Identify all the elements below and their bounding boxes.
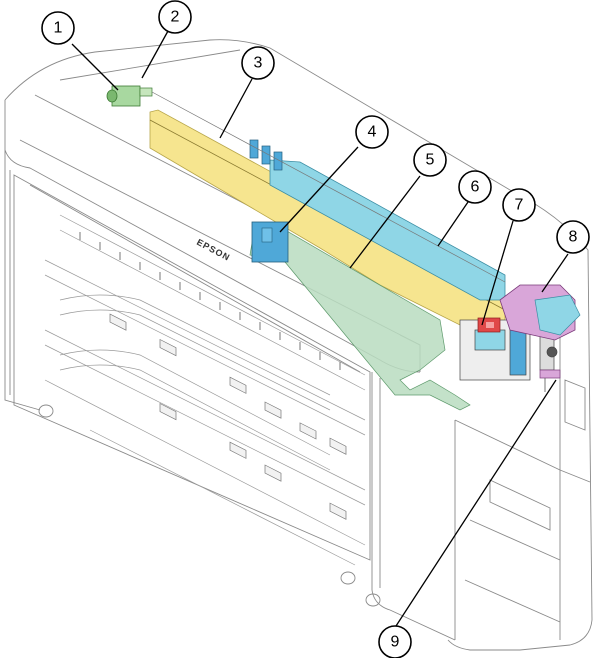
leader-7	[481, 220, 514, 326]
brand-label: EPSON	[195, 237, 232, 263]
leader-lines	[71, 30, 569, 627]
svg-text:4: 4	[368, 124, 377, 141]
svg-text:3: 3	[254, 55, 263, 72]
svg-text:9: 9	[391, 634, 400, 651]
svg-text:8: 8	[569, 229, 578, 246]
svg-text:2: 2	[171, 9, 180, 26]
part-1-cr-motor	[106, 85, 141, 107]
svg-text:5: 5	[426, 152, 435, 169]
leader-8	[541, 253, 569, 293]
leader-9	[395, 379, 557, 627]
part-5-ffc-cable	[249, 224, 471, 411]
part-9-bracket	[539, 369, 561, 392]
callout-8: 8	[556, 220, 590, 254]
svg-text:1: 1	[54, 20, 63, 37]
leader-5	[349, 175, 421, 269]
callout-9: 9	[378, 625, 412, 658]
part-8-blue-cap	[534, 294, 581, 336]
leader-1	[71, 43, 119, 91]
printer-body	[4, 39, 593, 651]
callout-3: 3	[241, 46, 275, 80]
callout-1: 1	[41, 11, 75, 45]
callout-4: 4	[355, 115, 389, 149]
part-6-bracket	[249, 139, 283, 171]
leader-6	[437, 201, 469, 247]
guide-ticks	[79, 232, 341, 370]
callout-5: 5	[413, 143, 447, 177]
part-2-motor-pulley	[139, 87, 506, 283]
svg-text:6: 6	[471, 179, 480, 196]
part-7-sensor-board	[477, 317, 501, 333]
callout-7: 7	[502, 188, 536, 222]
guide-clips	[109, 313, 347, 520]
part-4-carriage	[251, 221, 289, 263]
svg-text:7: 7	[515, 197, 524, 214]
leader-2	[141, 30, 169, 79]
callout-2: 2	[158, 0, 192, 34]
leader-3	[219, 78, 253, 139]
leader-4	[279, 146, 359, 233]
callout-6: 6	[458, 170, 492, 204]
paper-output-guides	[44, 214, 366, 566]
